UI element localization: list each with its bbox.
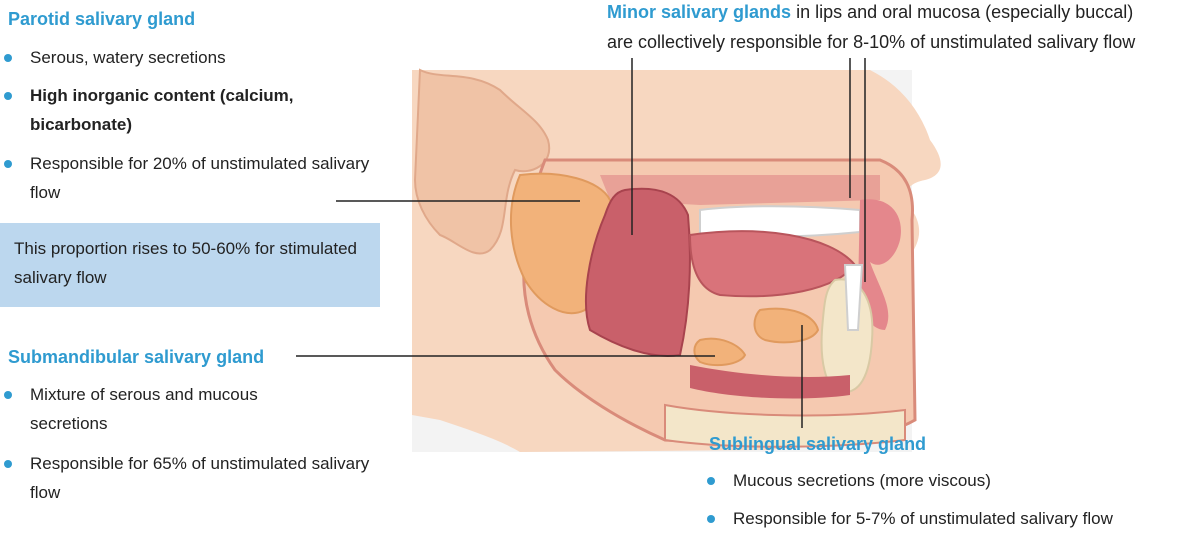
parotid-bullet-1-text: Serous, watery secretions (30, 48, 226, 67)
bullet-dot-icon (4, 54, 12, 62)
ear (413, 68, 551, 255)
parotid-bullet-2: High inorganic content (calcium, bicarbo… (4, 81, 304, 139)
lips (858, 199, 901, 330)
submandibular-bullet-1-text: Mixture of serous and mucous secretions (30, 385, 258, 433)
parotid-bullet-2-text: High inorganic content (calcium, bicarbo… (30, 86, 294, 134)
submandibular-bullet-2: Responsible for 65% of unstimulated sali… (4, 449, 374, 507)
submandibular-bullet-2-text: Responsible for 65% of unstimulated sali… (30, 454, 370, 502)
sublingual-bullet-1: Mucous secretions (more viscous) (707, 466, 1187, 495)
parotid-bullet-1: Serous, watery secretions (4, 43, 384, 72)
bullet-dot-icon (4, 460, 12, 468)
bullet-dot-icon (4, 160, 12, 168)
submandibular-title: Submandibular salivary gland (8, 347, 265, 367)
bullet-dot-icon (4, 391, 12, 399)
masseter-muscle (584, 187, 691, 357)
submandibular-bullet-1: Mixture of serous and mucous secretions (4, 380, 274, 438)
sublingual-bullet-1-text: Mucous secretions (more viscous) (733, 471, 991, 490)
tongue (688, 230, 857, 298)
submandibular-gland (693, 337, 747, 367)
lower-tooth (843, 264, 864, 331)
minor-glands-title: Minor salivary glands (607, 2, 792, 22)
lower-jaw-skin (664, 403, 906, 448)
bullet-dot-icon (707, 477, 715, 485)
bullet-dot-icon (707, 515, 715, 523)
sublingual-title: Sublingual salivary gland (709, 434, 927, 454)
sublingual-bullet-2-text: Responsible for 5-7% of unstimulated sal… (733, 509, 1113, 528)
minor-glands-desc-1: in lips and oral mucosa (especially bucc… (791, 2, 1134, 22)
bullet-dot-icon (4, 92, 12, 100)
parotid-bullet-3: Responsible for 20% of unstimulated sali… (4, 149, 374, 207)
floor-of-mouth-muscles (690, 365, 850, 399)
minor-glands-line-1: Minor salivary glands in lips and oral m… (607, 2, 1133, 23)
parotid-stimulated-note: This proportion rises to 50-60% for stim… (0, 223, 380, 307)
parotid-bullet-3-text: Responsible for 20% of unstimulated sali… (30, 154, 370, 202)
sublingual-bullet-2: Responsible for 5-7% of unstimulated sal… (707, 504, 1197, 533)
minor-glands-desc-2: are collectively responsible for 8-10% o… (607, 32, 1136, 52)
parotid-title: Parotid salivary gland (8, 9, 196, 29)
